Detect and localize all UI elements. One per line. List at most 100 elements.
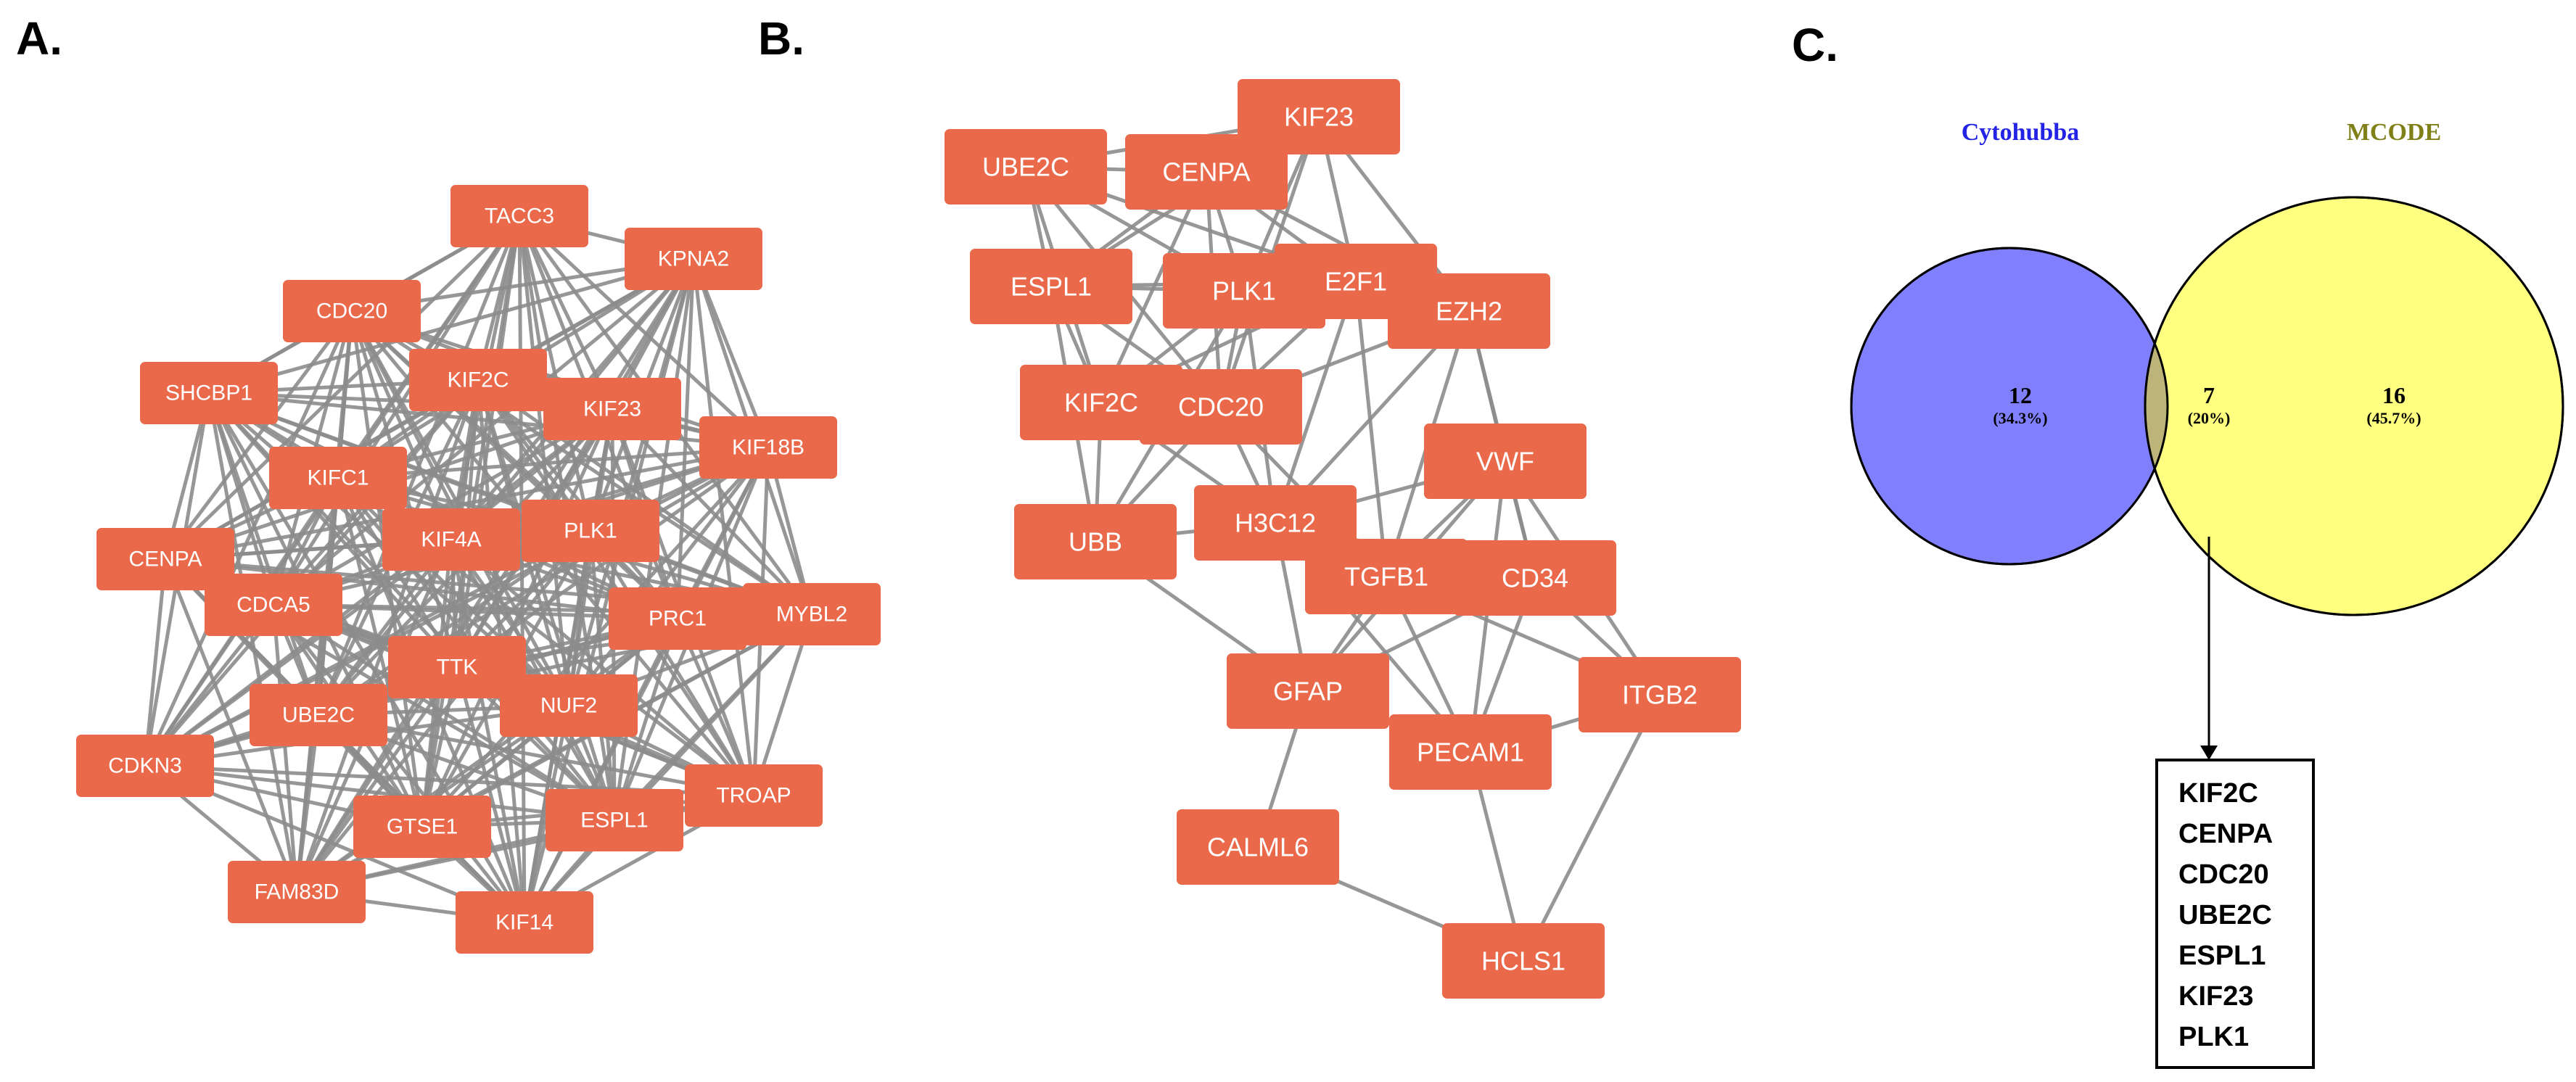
network-a-edge <box>272 603 526 924</box>
network-a-edge <box>336 477 424 827</box>
gene-node-label: KPNA2 <box>658 247 729 271</box>
gene-node-box <box>283 280 421 342</box>
gene-node-box <box>388 636 526 698</box>
gene-node-label: PECAM1 <box>1417 738 1524 767</box>
network-a-edge <box>612 618 680 821</box>
gene-node-calml6: CALML6 <box>1177 809 1339 885</box>
gene-node-ezh2: EZH2 <box>1388 273 1550 349</box>
gene-node-label: ESPL1 <box>1011 272 1092 302</box>
network-a-edge <box>318 713 754 798</box>
gene-node-label: PLK1 <box>564 519 617 543</box>
gene-node-kif23: KIF23 <box>543 378 681 440</box>
gene-node-box <box>500 674 638 737</box>
gene-node-box <box>1454 540 1616 616</box>
gene-node-cenpa: CENPA <box>96 528 234 590</box>
gene-node-box <box>625 228 762 290</box>
gene-node-label: CDKN3 <box>108 754 182 778</box>
gene-node-espl1: ESPL1 <box>970 249 1132 324</box>
venn-count-mcode: 16 <box>2382 382 2406 408</box>
gene-node-box <box>1177 809 1339 885</box>
gene-node-kif4a: KIF4A <box>382 508 520 571</box>
gene-node-vwf: VWF <box>1424 424 1587 499</box>
gene-node-label: KIF18B <box>732 436 805 460</box>
gene-node-label: KIF4A <box>421 528 481 552</box>
gene-node-ube2c: UBE2C <box>250 684 387 746</box>
gene-node-box <box>205 574 342 636</box>
gene-node-espl1: ESPL1 <box>546 789 683 851</box>
gene-node-label: EZH2 <box>1436 297 1502 326</box>
gene-node-prc1: PRC1 <box>609 587 746 650</box>
venn-percent-overlap: (20%) <box>2188 409 2231 427</box>
gene-node-box <box>522 500 659 562</box>
gene-node-box <box>382 508 520 571</box>
gene-node-kif14: KIF14 <box>456 891 593 954</box>
gene-node-label: CDC20 <box>1178 392 1264 422</box>
network-a-edge <box>449 539 527 923</box>
gene-node-box <box>228 861 366 923</box>
gene-node-cdc20: CDC20 <box>1140 369 1302 445</box>
network-a-edge <box>476 379 617 821</box>
venn-left-outline <box>1850 247 2169 566</box>
overlap-gene-item: CENPA <box>2178 819 2273 849</box>
gene-node-box <box>970 249 1132 324</box>
network-a-edge <box>208 257 694 395</box>
overlap-gene-item: KIF23 <box>2178 981 2253 1012</box>
network-a-edge <box>143 558 168 767</box>
gene-node-plk1: PLK1 <box>522 500 659 562</box>
overlap-gene-item: UBE2C <box>2178 900 2272 930</box>
gene-node-nuf2: NUF2 <box>500 674 638 737</box>
gene-node-label: CENPA <box>128 548 202 571</box>
gene-node-kif2c: KIF2C <box>409 349 547 411</box>
gene-node-box <box>353 796 491 858</box>
gene-node-label: CD34 <box>1502 563 1568 593</box>
network-a-edge <box>523 613 813 924</box>
gene-node-fam83d: FAM83D <box>228 861 366 923</box>
gene-node-label: E2F1 <box>1325 267 1387 297</box>
gene-node-box <box>1227 653 1389 729</box>
venn-percent-mcode: (45.7%) <box>2366 409 2421 427</box>
gene-node-troap: TROAP <box>685 764 823 827</box>
gene-node-hcls1: HCLS1 <box>1442 923 1605 999</box>
gene-node-ubb: UBB <box>1014 504 1177 579</box>
gene-node-box <box>1388 273 1550 349</box>
venn-diagram: Cytohubba MCODE 12 (34.3%) 7 (20%) 16 (4… <box>1850 119 2564 1069</box>
gene-node-label: HCLS1 <box>1481 946 1565 976</box>
gene-node-tacc3: TACC3 <box>450 185 588 247</box>
network-a-edge <box>522 617 680 924</box>
gene-node-label: GTSE1 <box>387 815 458 839</box>
gene-node-gfap: GFAP <box>1227 653 1389 729</box>
gene-node-label: KIF14 <box>495 911 554 935</box>
gene-node-label: TROAP <box>716 784 791 808</box>
gene-node-label: ITGB2 <box>1622 680 1698 710</box>
venn-count-overlap: 7 <box>2203 382 2215 408</box>
gene-node-label: VWF <box>1476 447 1534 476</box>
gene-node-label: FAM83D <box>255 880 340 904</box>
gene-node-box <box>1305 539 1468 614</box>
gene-node-cd34: CD34 <box>1454 540 1616 616</box>
gene-node-cdc20: CDC20 <box>283 280 421 342</box>
overlap-arrow-head <box>2200 746 2218 760</box>
overlap-gene-item: CDC20 <box>2178 859 2269 890</box>
gene-node-box <box>76 735 214 797</box>
gene-node-label: PRC1 <box>649 607 707 631</box>
gene-node-box <box>250 684 387 746</box>
network-b-edge <box>1521 693 1662 962</box>
gene-node-label: MYBL2 <box>776 603 847 627</box>
gene-node-label: TGFB1 <box>1344 562 1428 592</box>
gene-node-label: UBE2C <box>282 703 355 727</box>
gene-node-label: KIF23 <box>583 397 641 421</box>
network-a-edge <box>517 215 527 923</box>
gene-node-box <box>699 416 837 479</box>
gene-node-box <box>456 891 593 954</box>
network-a-edge <box>337 445 769 480</box>
gene-node-box <box>1140 369 1302 445</box>
gene-node-ttk: TTK <box>388 636 526 698</box>
venn-title-cytohubba: Cytohubba <box>1962 119 2080 146</box>
gene-node-kifc1: KIFC1 <box>269 447 407 509</box>
network-a-edge <box>163 558 299 893</box>
gene-node-label: SHCBP1 <box>165 381 252 405</box>
